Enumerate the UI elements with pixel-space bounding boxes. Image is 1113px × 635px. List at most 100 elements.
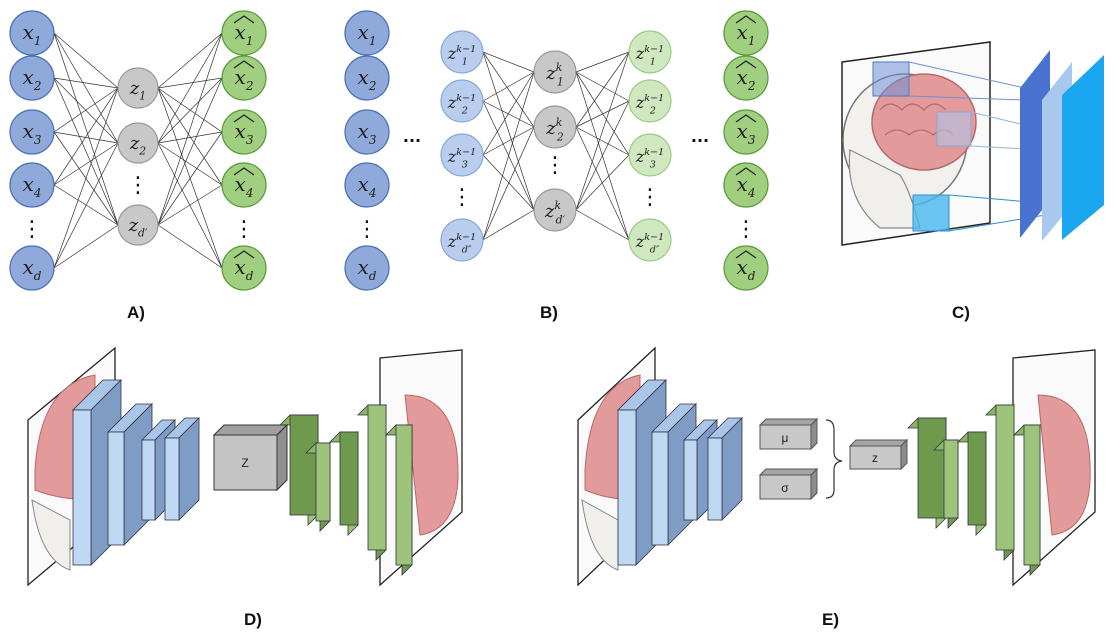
vertical-ellipsis: ⋮ <box>21 217 43 242</box>
panel-d-latent-box <box>213 434 278 491</box>
panel-c-patch-top <box>872 61 910 97</box>
connection-line <box>482 71 535 102</box>
panel-e-mu-box-side <box>810 417 818 451</box>
connection-line <box>482 126 535 156</box>
decoder-layer-node <box>628 79 672 123</box>
encoder-layer-block <box>107 431 125 546</box>
connection-line <box>482 51 535 73</box>
connection-line <box>482 154 535 211</box>
panel-e-mu-label: μ <box>782 431 789 445</box>
decoder-layer-node <box>628 218 672 262</box>
output-node <box>723 162 769 208</box>
decoder-layer-block <box>1023 424 1041 566</box>
input-node <box>9 109 55 155</box>
output-node <box>221 245 267 291</box>
panel-label-c: C) <box>952 303 970 322</box>
panel-c-projection <box>908 95 1026 101</box>
decoder-layer-block <box>995 404 1015 551</box>
connection-line <box>53 87 119 133</box>
hat-accent <box>735 250 757 259</box>
panel-label-d: D) <box>244 610 262 629</box>
decoder-layer-block <box>315 442 331 522</box>
panel-b-connections <box>482 51 630 241</box>
connection-line <box>575 100 630 211</box>
input-node <box>9 162 55 208</box>
output-node-label: x4 <box>235 172 254 200</box>
panel-d-cnn-autoencoder: Z <box>27 346 463 587</box>
input-node-label: x2 <box>23 65 42 93</box>
panel-e-mu-box <box>759 424 812 450</box>
panel-e-output-brain <box>1037 394 1091 536</box>
output-node-label: x3 <box>737 119 756 147</box>
vertical-ellipsis: ⋮ <box>735 217 757 242</box>
input-node <box>9 10 55 56</box>
input-node <box>344 109 390 155</box>
encoder-layer-block <box>141 439 156 521</box>
connection-line <box>53 224 119 269</box>
vertical-ellipsis: ⋮ <box>639 185 661 210</box>
decoder-layer-block <box>367 404 387 551</box>
horizontal-ellipsis: ··· <box>691 131 709 150</box>
vertical-ellipsis: ⋮ <box>544 153 566 178</box>
input-node <box>9 245 55 291</box>
output-node <box>723 55 769 101</box>
connection-line <box>575 51 630 211</box>
connection-line <box>482 51 535 128</box>
input-node <box>9 55 55 101</box>
output-node <box>221 10 267 56</box>
input-node-label: x4 <box>23 172 42 200</box>
output-node <box>723 10 769 56</box>
connection-line <box>157 87 223 133</box>
encoder-layer-block <box>707 437 723 521</box>
input-node-label: xd <box>23 255 42 283</box>
encoder-layer-block <box>164 437 180 521</box>
panel-e-brace <box>825 419 843 499</box>
output-node-label: xd <box>235 255 254 283</box>
panel-c-patch-bottom <box>912 194 950 232</box>
panel-e-layer-blocks <box>617 379 1041 576</box>
hidden-node <box>117 204 159 246</box>
connection-line <box>53 142 119 269</box>
output-node <box>221 162 267 208</box>
vertical-ellipsis: ⋮ <box>127 173 149 198</box>
decoder-layer-block <box>395 424 413 566</box>
vertical-ellipsis: ⋮ <box>233 217 255 242</box>
connection-line <box>482 126 535 241</box>
connection-line <box>575 51 630 128</box>
decoder-layer-block <box>943 439 959 519</box>
panel-e-sigma-box-top <box>758 468 819 476</box>
encoder-layer-block <box>683 439 698 521</box>
panel-e-sigma-box <box>759 474 812 500</box>
connection-line <box>482 71 535 241</box>
output-node <box>723 245 769 291</box>
connection-line <box>53 32 119 144</box>
input-node-label: x1 <box>358 20 377 48</box>
input-node-label: x1 <box>23 20 42 48</box>
connection-line <box>157 77 223 144</box>
panel-e-z-label: z <box>872 451 878 465</box>
hat-accent <box>233 15 255 24</box>
hidden-node <box>117 122 159 164</box>
panel-e-z-box-top <box>848 439 909 447</box>
panel-e-mu-box-top <box>758 418 819 426</box>
connection-line <box>575 100 630 128</box>
hidden-node-label: z2 <box>129 133 146 157</box>
panel-c-feature-map-3 <box>1062 55 1104 240</box>
hat-accent <box>735 114 757 123</box>
input-node <box>344 162 390 208</box>
panel-c-cnn-illustration <box>841 41 1104 246</box>
panel-d-latent-side <box>276 423 288 492</box>
panel-d-latent-label: Z <box>241 456 248 470</box>
encoder-layer-block <box>72 409 92 566</box>
connection-line <box>53 77 119 89</box>
encoder-layer-block <box>617 409 637 566</box>
